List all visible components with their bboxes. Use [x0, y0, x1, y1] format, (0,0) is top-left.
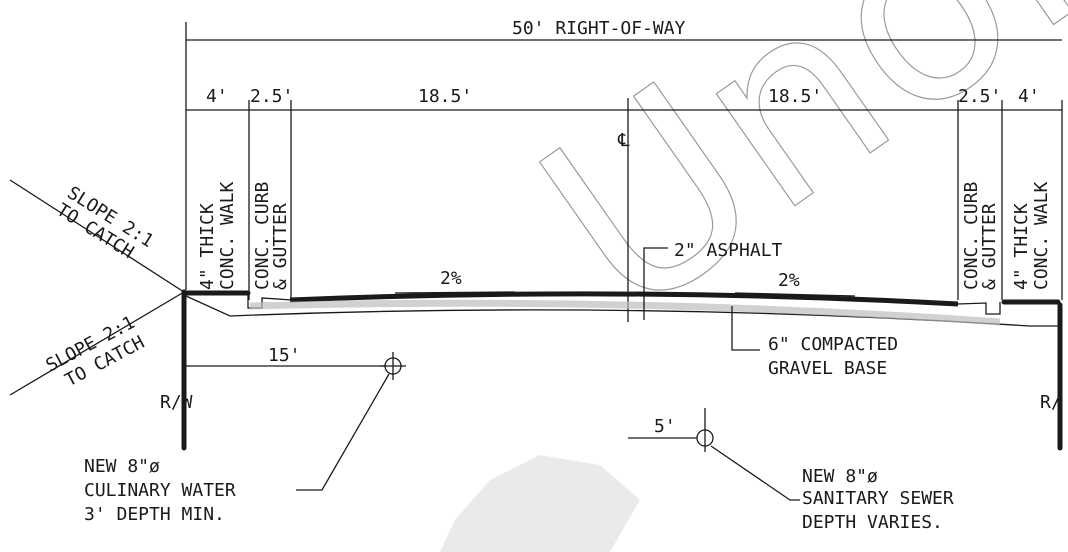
walk-left-label: 4" THICK CONC. WALK [197, 181, 238, 290]
walk-right-dimension: 4' [1018, 86, 1040, 107]
lower-slope-label: SLOPE 2:1 TO CATCH [42, 312, 148, 391]
road-section [181, 289, 1063, 451]
curb-left-label: CONC. CURB & GUTTER [252, 182, 291, 290]
walk-left-label-line2: CONC. WALK [217, 181, 238, 290]
walk-left-dimension: 4' [206, 86, 228, 107]
grade-right-label: 2% [778, 270, 800, 291]
sewer-callout-line2: SANITARY SEWER [802, 488, 954, 509]
curb-right-label-line2: & GUTTER [979, 203, 1000, 290]
sewer-callout-line1: NEW 8"ø [802, 466, 878, 487]
gravel-callout-line2: GRAVEL BASE [768, 358, 887, 379]
centerline-symbol: ℄ [617, 130, 630, 151]
grade-left-label: 2% [440, 268, 462, 289]
curb-right-dimension: 2.5' [958, 86, 1001, 107]
water-callout-line2: CULINARY WATER [84, 480, 236, 501]
lane-left-dimension: 18.5' [418, 86, 472, 107]
walk-right-label: 4" THICK CONC. WALK [1011, 181, 1052, 290]
water-callout-line1: NEW 8"ø [84, 456, 160, 477]
walk-right-label-line1: 4" THICK [1011, 203, 1032, 290]
asphalt-callout: 2" ASPHALT [674, 240, 783, 261]
curb-left-dimension: 2.5' [250, 86, 293, 107]
sewer-callout-line3: DEPTH VARIES. [802, 512, 943, 533]
upper-slope-label: SLOPE 2:1 TO CATCH [53, 182, 157, 263]
right-of-way-dimension: 50' RIGHT-OF-WAY [512, 18, 686, 39]
walk-right-label-line2: CONC. WALK [1031, 181, 1052, 290]
stipple-shading [440, 455, 640, 552]
row-label-left: R/W [160, 392, 193, 413]
walk-left-label-line1: 4" THICK [197, 203, 218, 290]
water-leader [296, 373, 390, 491]
sewer-offset-dimension: 5' [654, 416, 676, 437]
gravel-callout-line1: 6" COMPACTED [768, 334, 898, 355]
gravel-leader [731, 306, 760, 351]
curb-left-label-line1: CONC. CURB [252, 182, 273, 290]
curb-left-label-line2: & GUTTER [270, 203, 291, 290]
water-offset-dimension: 15' [268, 345, 301, 366]
asphalt-leader [643, 247, 668, 320]
row-label-right: R/ [1040, 392, 1062, 413]
lower-slope-line [9, 291, 185, 396]
lane-right-dimension: 18.5' [768, 86, 822, 107]
water-callout-line3: 3' DEPTH MIN. [84, 504, 225, 525]
dimension-lines [185, 22, 1063, 322]
upper-slope-line [9, 179, 185, 293]
curb-right-label-line1: CONC. CURB [961, 182, 982, 290]
curb-right-label: CONC. CURB & GUTTER [961, 182, 1000, 290]
sewer-leader [710, 445, 800, 501]
